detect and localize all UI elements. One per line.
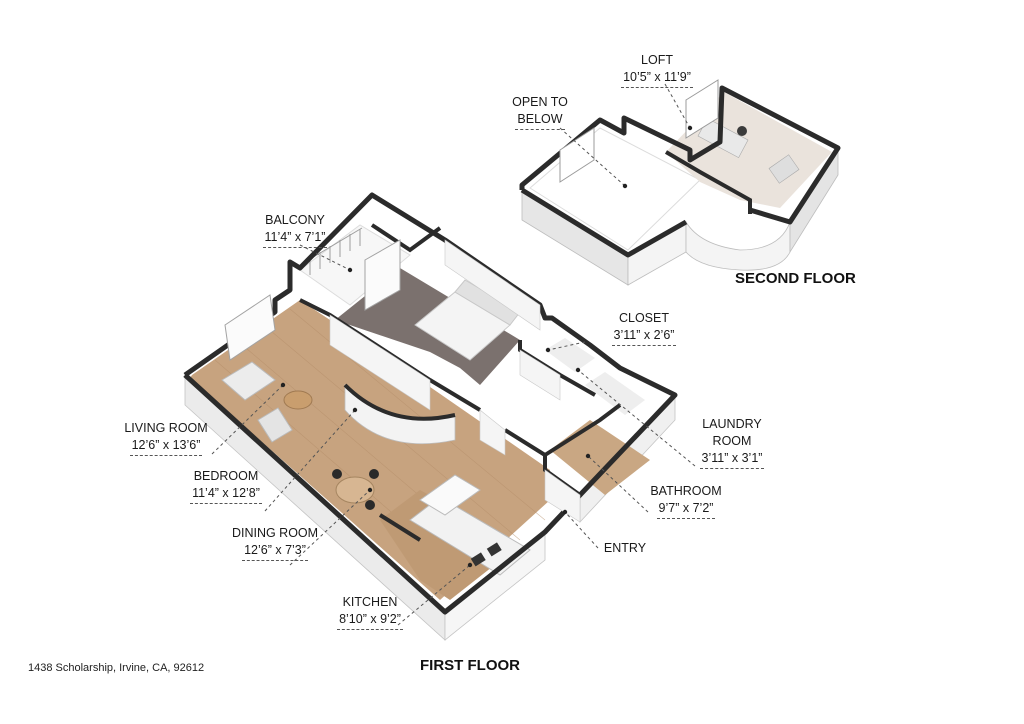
living-room-name: LIVING ROOM: [124, 421, 208, 435]
kitchen-dimensions: 8’10” x 9’2”: [337, 611, 403, 630]
dining-chair: [369, 469, 379, 479]
laundry-room-label: LAUNDRY ROOM 3’11” x 3’1”: [688, 416, 776, 469]
open-to-below-label: OPEN TO BELOW: [505, 94, 575, 130]
second-floor-curved-wall: [685, 220, 791, 271]
dining-chair: [332, 469, 342, 479]
bathroom-label: BATHROOM 9’7” x 7’2”: [642, 483, 730, 519]
dining-room-name: DINING ROOM: [231, 526, 319, 540]
loft-partition-wall: [664, 150, 752, 214]
dining-table: [335, 476, 375, 504]
living-room-dimensions: 12’6” x 13’6”: [129, 437, 203, 456]
loft-chair: [737, 126, 747, 136]
entry-name: ENTRY: [603, 541, 647, 555]
bathroom-name: BATHROOM: [650, 484, 722, 498]
loft-window: [685, 79, 719, 139]
closet-name: CLOSET: [618, 311, 669, 325]
bedroom-dimensions: 11’4” x 12’8”: [190, 485, 262, 504]
open-to-below-line2: BELOW: [515, 111, 565, 130]
kitchen-stove: [470, 552, 486, 567]
dining-chair: [365, 500, 375, 510]
living-room-sofa: [221, 361, 276, 401]
balcony-name: BALCONY: [265, 213, 325, 227]
loft-armchair: [768, 154, 800, 184]
dining-room-dimensions: 12’6” x 7’3”: [242, 542, 308, 561]
leader-dots: [280, 125, 693, 568]
interior-wall-faces: [329, 239, 581, 523]
first-floor-model: [183, 192, 678, 641]
laundry-room-line2: ROOM: [712, 434, 752, 448]
closet-floor: [545, 338, 595, 372]
kitchen-name: KITCHEN: [342, 595, 398, 609]
leader-lines: [211, 83, 696, 626]
kitchen-label: KITCHEN 8’10” x 9’2”: [330, 594, 410, 630]
bathroom-floor: [550, 420, 650, 495]
closet-dimensions: 3’11” x 2’6”: [611, 327, 677, 346]
bedroom-name: BEDROOM: [193, 469, 259, 483]
living-room-window: [224, 294, 276, 361]
balcony-label: BALCONY 11’4” x 7’1”: [250, 212, 340, 248]
coffee-table: [283, 390, 313, 410]
second-floor-title: SECOND FLOOR: [735, 270, 856, 287]
living-room-bench: [257, 407, 293, 443]
second-floor-wall-tops-front: [520, 187, 688, 258]
entry-label: ENTRY: [598, 540, 652, 557]
open-to-below-line1: OPEN TO: [512, 95, 568, 109]
kitchen-stove-burner: [486, 542, 502, 557]
loft-label: LOFT 10’5” x 11’9”: [612, 52, 702, 88]
laundry-room-floor: [585, 372, 645, 415]
second-floor-model: [519, 79, 841, 286]
second-floor-window: [559, 127, 595, 183]
second-floor-wall-tops: [519, 85, 841, 225]
laundry-room-dimensions: 3’11” x 3’1”: [699, 450, 765, 469]
loft-dimensions: 10’5” x 11’9”: [621, 69, 693, 88]
laundry-room-line1: LAUNDRY: [702, 417, 762, 431]
property-address: 1438 Scholarship, Irvine, CA, 92612: [28, 662, 205, 674]
first-floor-title: FIRST FLOOR: [420, 657, 520, 674]
loft-name: LOFT: [641, 53, 673, 67]
living-room-label: LIVING ROOM 12’6” x 13’6”: [115, 420, 217, 456]
kitchen-island: [419, 474, 481, 516]
balcony-dimensions: 11’4” x 7’1”: [262, 229, 328, 248]
balcony-sliding-door: [364, 239, 401, 311]
bathroom-dimensions: 9’7” x 7’2”: [656, 500, 716, 519]
dining-room-label: DINING ROOM 12’6” x 7’3”: [222, 525, 328, 561]
bedroom-label: BEDROOM 11’4” x 12’8”: [180, 468, 272, 504]
curved-partition-wall-top: [343, 383, 456, 421]
closet-label: CLOSET 3’11” x 2’6”: [600, 310, 688, 346]
